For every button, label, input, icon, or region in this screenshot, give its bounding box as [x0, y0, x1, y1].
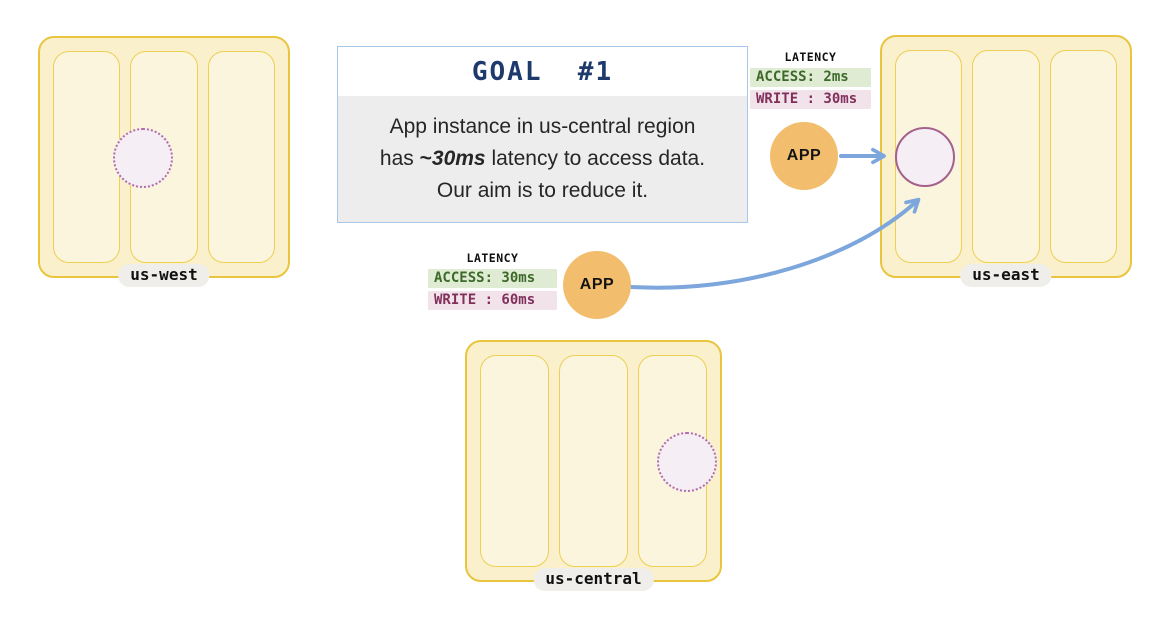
goal-line-3: Our aim is to reduce it. [436, 179, 649, 202]
latency-title: LATENCY [784, 50, 837, 64]
app-instance-us-central: APP [563, 251, 631, 319]
write-latency-badge: WRITE : 60ms [428, 291, 557, 310]
zone-us-east-a [895, 50, 963, 263]
region-label-us-east: us-east [960, 264, 1052, 287]
region-us-east: us-east [880, 35, 1132, 287]
zone-us-west-c [207, 51, 275, 263]
write-latency-badge: WRITE : 30ms [750, 90, 871, 109]
app-instance-us-east: APP [770, 122, 838, 190]
latency-panel-us-east: LATENCY ACCESS: 2ms WRITE : 30ms [750, 50, 871, 109]
replica-placeholder-circle-us-central [657, 432, 717, 492]
goal-line-1: App instance in us-central region [389, 115, 696, 138]
region-label-us-central: us-central [533, 568, 654, 591]
zone-us-west-a [53, 51, 121, 263]
latency-title: LATENCY [466, 251, 519, 265]
goal-line-2: has ~30ms latency to access data. [379, 147, 706, 170]
zone-us-central-c [638, 355, 717, 567]
database-circle-us-east [895, 127, 955, 187]
goal-title: GOAL #1 [338, 47, 747, 96]
region-label-us-west: us-west [118, 264, 210, 287]
goal-callout: GOAL #1 App instance in us-central regio… [337, 46, 748, 223]
access-latency-badge: ACCESS: 30ms [428, 269, 557, 288]
goal-description: App instance in us-central region has ~3… [338, 96, 747, 207]
zone-us-east-b [972, 50, 1040, 263]
zone-us-west-b [113, 51, 198, 263]
goal-tilde: ~ [419, 147, 432, 170]
access-latency-badge: ACCESS: 2ms [750, 68, 871, 87]
zone-us-central-b [559, 355, 628, 567]
latency-panel-us-central: LATENCY ACCESS: 30ms WRITE : 60ms [428, 251, 557, 310]
region-us-central: us-central [465, 340, 722, 591]
zone-us-east-c [1049, 50, 1117, 263]
region-us-west: us-west [38, 36, 290, 287]
replica-placeholder-circle-us-west [113, 128, 174, 188]
zone-us-central-a [480, 355, 549, 567]
goal-latency-value: 30ms [431, 147, 486, 170]
